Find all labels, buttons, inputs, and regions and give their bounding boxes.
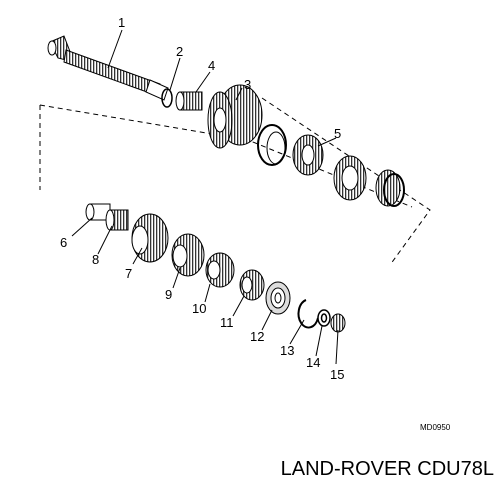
label-part-15: 15 [330,367,344,382]
label-part-14: 14 [306,355,320,370]
label-part-11: 11 [220,315,234,330]
label-part-2: 2 [176,44,183,59]
gear-10 [205,252,235,288]
label-part-3: 3 [244,77,251,92]
part-number-labels: 1 2 3 4 5 6 7 8 9 10 11 12 13 14 15 [60,15,344,382]
label-part-8: 8 [92,252,99,267]
washer [317,309,331,327]
label-part-10: 10 [192,301,206,316]
synchro-assembly [257,124,405,207]
label-part-6: 6 [60,235,67,250]
bearing-12 [265,281,291,315]
label-part-5: 5 [334,126,341,141]
nut [330,313,346,333]
leader-lines [71,29,339,365]
gear-3 [207,84,263,149]
label-part-13: 13 [280,343,294,358]
needle-bearing-11 [239,269,265,301]
needle-bearing-8 [105,209,129,231]
label-part-9: 9 [165,287,172,302]
label-part-12: 12 [250,329,264,344]
gear-9 [171,233,205,277]
label-part-7: 7 [125,266,132,281]
sleeve [85,203,111,221]
drawing-code: MD0950 [420,423,451,432]
ring [161,88,173,108]
caption: LAND-ROVER CDU78L [280,458,494,480]
gear-7 [131,213,169,263]
circlip [297,299,319,329]
label-part-4: 4 [208,58,215,73]
label-part-1: 1 [118,15,125,30]
needle-bearing-4 [175,91,203,111]
